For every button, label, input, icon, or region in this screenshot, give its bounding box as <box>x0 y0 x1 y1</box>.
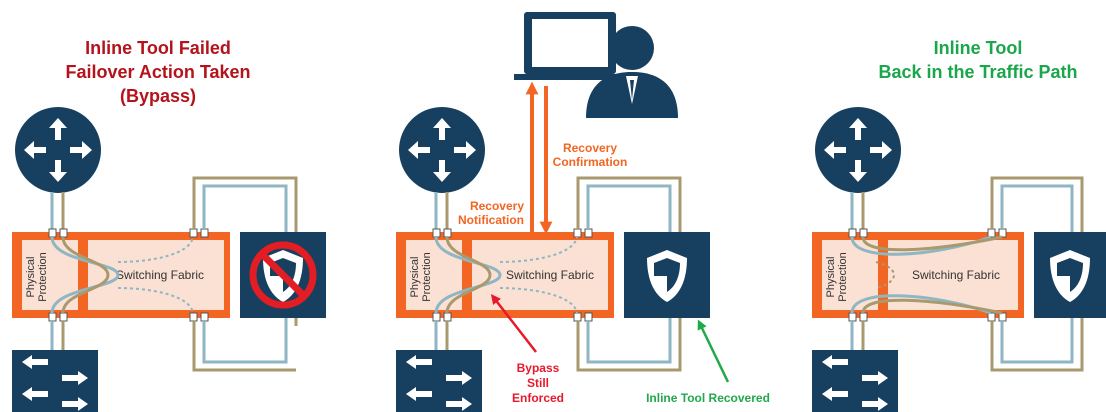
middle-protection-line1: Physical <box>409 257 421 298</box>
bypass-line1: Bypass <box>517 361 560 375</box>
recovery-confirmation-line2: Confirmation <box>553 155 628 169</box>
right-protection-line2: Protection <box>837 252 849 302</box>
shield-icon <box>1050 250 1090 302</box>
panel-middle: Physical Protection Switching Fabric Rec… <box>396 12 770 412</box>
left-protection-line2: Protection <box>37 252 49 302</box>
recovery-confirmation-line1: Recovery <box>563 141 617 155</box>
recovered-pointer-arrow <box>697 319 730 383</box>
middle-fabric-label: Switching Fabric <box>506 268 594 282</box>
left-fabric-label: Switching Fabric <box>116 268 204 282</box>
switch-icon <box>396 350 482 412</box>
left-title-line1: Inline Tool Failed <box>85 38 231 58</box>
right-fabric-label: Switching Fabric <box>912 268 1000 282</box>
switching-fabric-area <box>888 240 1018 310</box>
shield-icon <box>647 250 687 302</box>
right-title-line1: Inline Tool <box>934 38 1023 58</box>
prohibited-icon <box>249 241 317 309</box>
recovery-notification-line2: Notification <box>458 213 524 227</box>
bypass-line3: Enforced <box>512 391 564 405</box>
recovery-notification-line1: Recovery <box>470 199 524 213</box>
tool-recovered-label: Inline Tool Recovered <box>646 391 770 405</box>
router-icon <box>15 107 101 193</box>
right-protection-line1: Physical <box>825 257 837 298</box>
bypass-pointer-arrow <box>490 294 537 353</box>
operator-at-laptop-icon <box>514 12 678 118</box>
panel-left: Inline Tool Failed Failover Action Taken… <box>12 38 326 412</box>
left-protection-line1: Physical <box>25 257 37 298</box>
middle-protection-line2: Protection <box>421 252 433 302</box>
left-title-line3: (Bypass) <box>120 86 196 106</box>
left-title-line2: Failover Action Taken <box>65 62 250 82</box>
panel-right: Inline Tool Back in the Traffic Path Phy… <box>812 38 1106 412</box>
router-icon <box>815 107 901 193</box>
router-icon <box>399 107 485 193</box>
switch-icon <box>12 350 98 412</box>
physical-protection-area <box>22 240 78 310</box>
physical-protection-area <box>406 240 462 310</box>
switching-fabric-area <box>88 240 224 310</box>
switch-icon <box>812 350 898 412</box>
right-title-line2: Back in the Traffic Path <box>878 62 1077 82</box>
bypass-line2: Still <box>527 376 549 390</box>
